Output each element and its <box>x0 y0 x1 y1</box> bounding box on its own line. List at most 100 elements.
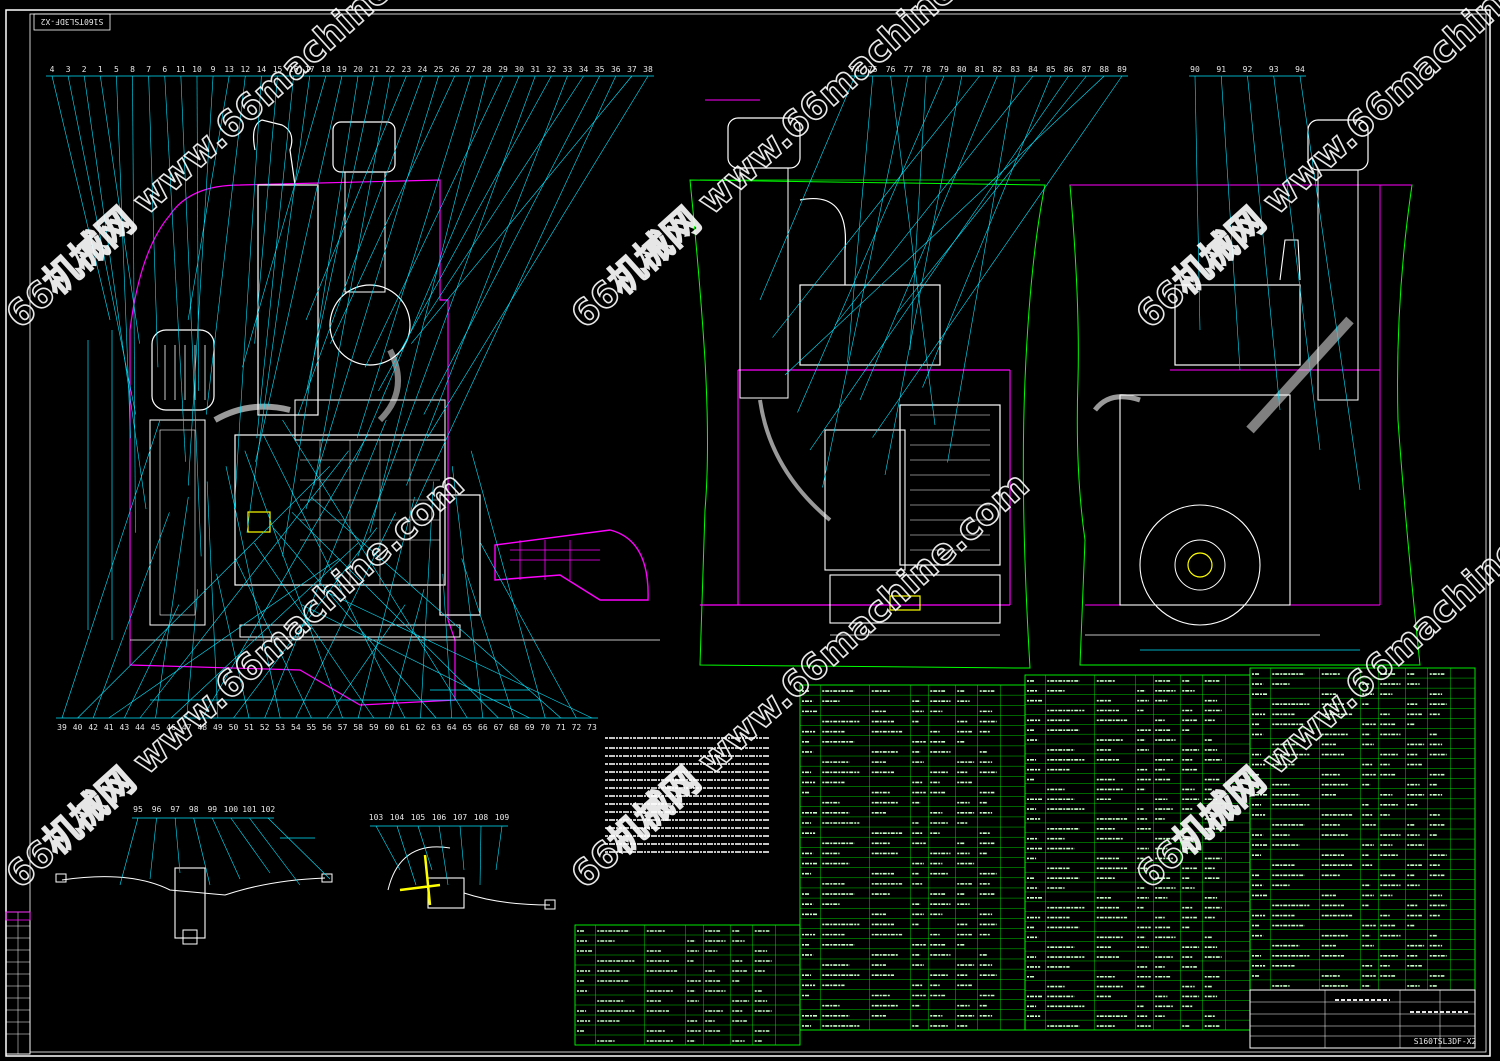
leader-line <box>233 527 378 719</box>
leader-line <box>495 825 503 871</box>
callout-number: 28 <box>482 65 492 74</box>
leader-line <box>922 75 1052 388</box>
front-view <box>87 119 660 706</box>
callout-number: 55 <box>307 723 317 732</box>
leader-line <box>909 75 927 351</box>
callout-number: 61 <box>400 723 410 732</box>
callout-number: 17 <box>305 65 315 74</box>
leader-line <box>355 75 520 462</box>
rear-intake-tube <box>1246 316 1354 434</box>
callout-number: 76 <box>886 65 896 74</box>
leader-line <box>417 825 433 871</box>
leader-line <box>470 450 546 719</box>
front-intake-hose <box>377 348 401 423</box>
leader-line <box>459 825 465 871</box>
leader-line <box>310 496 562 719</box>
leader-line <box>375 825 401 871</box>
leader-line <box>438 825 449 886</box>
callout-number: 11 <box>176 65 186 74</box>
callout-number: 88 <box>1099 65 1109 74</box>
callout-number: 59 <box>369 723 379 732</box>
detail-left-cable <box>61 876 326 896</box>
leader-line <box>947 75 1016 463</box>
detail-left-connector-r <box>321 873 333 883</box>
front-radiator <box>149 419 206 626</box>
leader-line <box>216 573 250 719</box>
callout-number: 18 <box>321 65 331 74</box>
callout-number: 60 <box>385 723 395 732</box>
callout-number: 68 <box>509 723 519 732</box>
leader-line <box>411 75 633 344</box>
leader-line <box>357 75 536 557</box>
callout-number: 43 <box>120 723 130 732</box>
side-engine-block <box>824 429 906 571</box>
callout-number: 25 <box>434 65 444 74</box>
side-view <box>689 99 1046 669</box>
callout-number: 44 <box>135 723 145 732</box>
leader-line <box>759 75 856 301</box>
callout-number: 67 <box>494 723 504 732</box>
rear-top-leaders <box>1189 75 1361 491</box>
leader-line <box>406 75 568 486</box>
callout-number: 89 <box>1117 65 1127 74</box>
detail-right-leaders <box>370 825 508 886</box>
leader-line <box>1299 75 1361 491</box>
rear-flywheel <box>1139 504 1261 626</box>
leader-line <box>124 604 180 719</box>
front-turbo <box>329 284 411 366</box>
leader-line <box>272 527 437 719</box>
leader-line <box>772 75 980 338</box>
side-yellow-part <box>889 595 921 611</box>
leader-line <box>1220 75 1241 371</box>
callout-number: 23 <box>402 65 412 74</box>
leader-line <box>356 75 472 439</box>
detail-left-sensor-tip <box>182 929 198 945</box>
leader-line <box>254 542 375 719</box>
callout-number: 36 <box>611 65 621 74</box>
callout-number: 26 <box>450 65 460 74</box>
callout-number: 8 <box>130 65 135 74</box>
front-transmission-detail <box>510 540 600 580</box>
leader-line <box>149 817 157 880</box>
front-cylinder-head <box>294 399 446 441</box>
callout-number: 57 <box>338 723 348 732</box>
leader-line <box>897 75 1087 313</box>
leader-line <box>170 542 359 719</box>
side-air-filter-body <box>739 167 789 399</box>
callout-number: 4 <box>50 65 55 74</box>
detail-right-connector <box>544 899 556 910</box>
rear-muffler <box>1174 284 1301 366</box>
callout-number: 94 <box>1295 65 1305 74</box>
callout-number: 31 <box>530 65 540 74</box>
drawing-border <box>5 9 1491 1057</box>
callout-number: 9 <box>211 65 216 74</box>
leader-line <box>784 75 1105 376</box>
callout-number: 86 <box>1064 65 1074 74</box>
callout-number: 22 <box>385 65 395 74</box>
detail-right-cable <box>463 892 551 906</box>
callout-number: 34 <box>579 65 589 74</box>
callout-number: 99 <box>207 805 217 814</box>
callout-number: 1 <box>98 65 103 74</box>
leader-line <box>119 817 139 886</box>
leader-line <box>396 825 417 886</box>
leader-line <box>230 817 271 874</box>
front-base <box>239 624 461 638</box>
leader-line <box>225 466 281 719</box>
callout-number: 106 <box>432 813 447 822</box>
leader-line <box>479 825 482 886</box>
leader-line <box>305 75 407 321</box>
callout-number: 90 <box>1190 65 1200 74</box>
detail-left-sensor <box>174 867 206 939</box>
callout-number: 30 <box>514 65 524 74</box>
front-yellow-part <box>247 511 271 533</box>
callout-number: 102 <box>261 805 276 814</box>
callout-number: 75 <box>868 65 878 74</box>
callout-number: 2 <box>82 65 87 74</box>
callout-number: 10 <box>192 65 202 74</box>
callout-number: 53 <box>275 723 285 732</box>
leader-line <box>234 75 262 510</box>
detail-right-body <box>427 877 465 909</box>
